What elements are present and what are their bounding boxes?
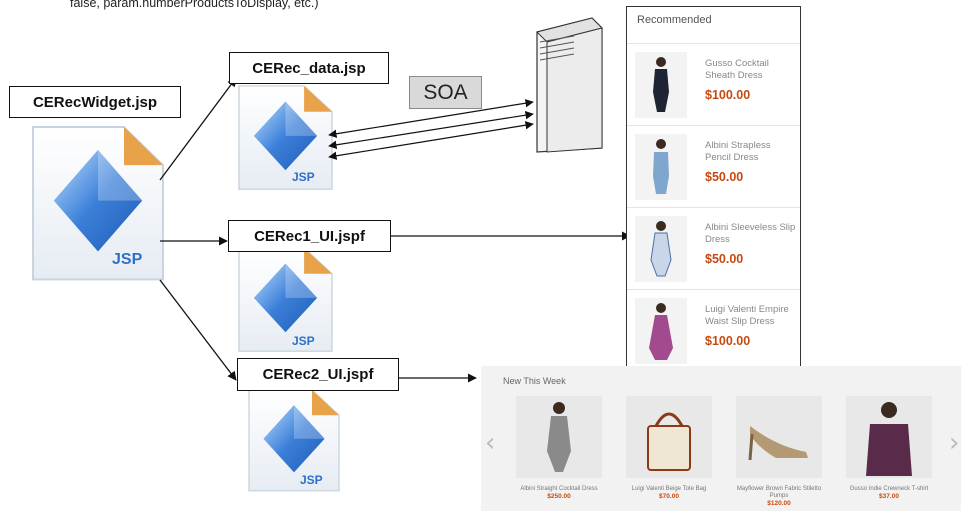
widget-jsp-icon (32, 126, 164, 281)
recommended-item-price: $50.00 (705, 252, 744, 266)
new-this-week-item[interactable]: Luigi Valenti Beige Tote Bag $70.00 (626, 396, 712, 500)
chevron-left-icon[interactable]: ‹ (485, 428, 496, 458)
recommended-item-price: $50.00 (705, 170, 744, 184)
new-this-week-item-price: $70.00 (659, 493, 679, 500)
recommended-item[interactable]: Albini Strapless Pencil Dress $50.00 (627, 125, 800, 208)
new-this-week-item-name[interactable]: Luigi Valenti Beige Tote Bag (631, 486, 707, 492)
recommended-item[interactable]: Luigi Valenti Empire Waist Slip Dress $1… (627, 289, 800, 372)
tshirt-thumbnail[interactable] (846, 396, 932, 478)
new-this-week-item[interactable]: Albini Straight Cocktail Dress $250.00 (516, 396, 602, 500)
ui1-file-box: CERec1_UI.jspf (228, 220, 391, 252)
widget-jsp-label: JSP (112, 251, 143, 268)
ui2-file-box: CERec2_UI.jspf (237, 358, 399, 391)
recommended-item[interactable]: Albini Sleeveless Slip Dress $50.00 (627, 207, 800, 290)
dress-thumbnail[interactable] (635, 134, 687, 200)
ui2-jspf-label: JSP (300, 473, 323, 487)
arrow-widget-to-ui2 (159, 279, 237, 381)
recommended-title: Recommended (637, 14, 712, 26)
soa-label: SOA (409, 76, 482, 109)
data-jsp-icon (238, 85, 333, 190)
new-this-week-item-name[interactable]: Albini Straight Cocktail Dress (520, 486, 598, 492)
shoe-thumbnail[interactable] (736, 396, 822, 478)
new-this-week-item-price: $37.00 (879, 493, 899, 500)
data-file-box: CERec_data.jsp (229, 52, 389, 84)
dress-thumbnail[interactable] (516, 396, 602, 478)
recommended-panel: Recommended Gusso Cocktail Sheath Dress … (626, 6, 801, 367)
dress-thumbnail[interactable] (635, 216, 687, 282)
new-this-week-title: New This Week (503, 376, 566, 386)
arrow-soa-3 (328, 121, 534, 160)
dress-thumbnail[interactable] (635, 298, 687, 364)
arrow-widget-to-data (159, 77, 237, 181)
ui1-jspf-label: JSP (292, 334, 315, 348)
new-this-week-item-price: $120.00 (767, 500, 791, 507)
recommended-item[interactable]: Gusso Cocktail Sheath Dress $100.00 (627, 43, 800, 126)
recommended-item-price: $100.00 (705, 334, 751, 348)
server-icon (536, 17, 603, 153)
recommended-item-name[interactable]: Gusso Cocktail Sheath Dress (705, 58, 769, 81)
ui1-jspf-icon (238, 247, 333, 352)
recommended-item-name[interactable]: Albini Sleeveless Slip Dress (705, 222, 796, 245)
new-this-week-item-name[interactable]: Gusso Indie Crewneck T-shirt (849, 486, 929, 492)
recommended-item-name[interactable]: Luigi Valenti Empire Waist Slip Dress (705, 304, 789, 327)
recommended-item-name[interactable]: Albini Strapless Pencil Dress (705, 140, 771, 163)
new-this-week-item-price: $250.00 (547, 493, 571, 500)
ui2-jspf-icon (248, 389, 340, 492)
chevron-right-icon[interactable]: › (949, 428, 960, 458)
new-this-week-item-name[interactable]: Mayflower Brown Fabric Stiletto Pumps (736, 486, 822, 499)
top-note: false, param.numberProductsToDisplay, et… (70, 0, 319, 10)
dress-thumbnail[interactable] (635, 52, 687, 118)
new-this-week-item[interactable]: Gusso Indie Crewneck T-shirt $37.00 (846, 396, 932, 500)
widget-file-box: CERecWidget.jsp (9, 86, 181, 118)
bag-thumbnail[interactable] (626, 396, 712, 478)
new-this-week-item[interactable]: Mayflower Brown Fabric Stiletto Pumps $1… (736, 396, 822, 507)
new-this-week-panel: New This Week ‹ › Albini Straight Cockta… (481, 366, 961, 511)
data-jsp-label: JSP (292, 170, 315, 184)
recommended-item-price: $100.00 (705, 88, 751, 102)
